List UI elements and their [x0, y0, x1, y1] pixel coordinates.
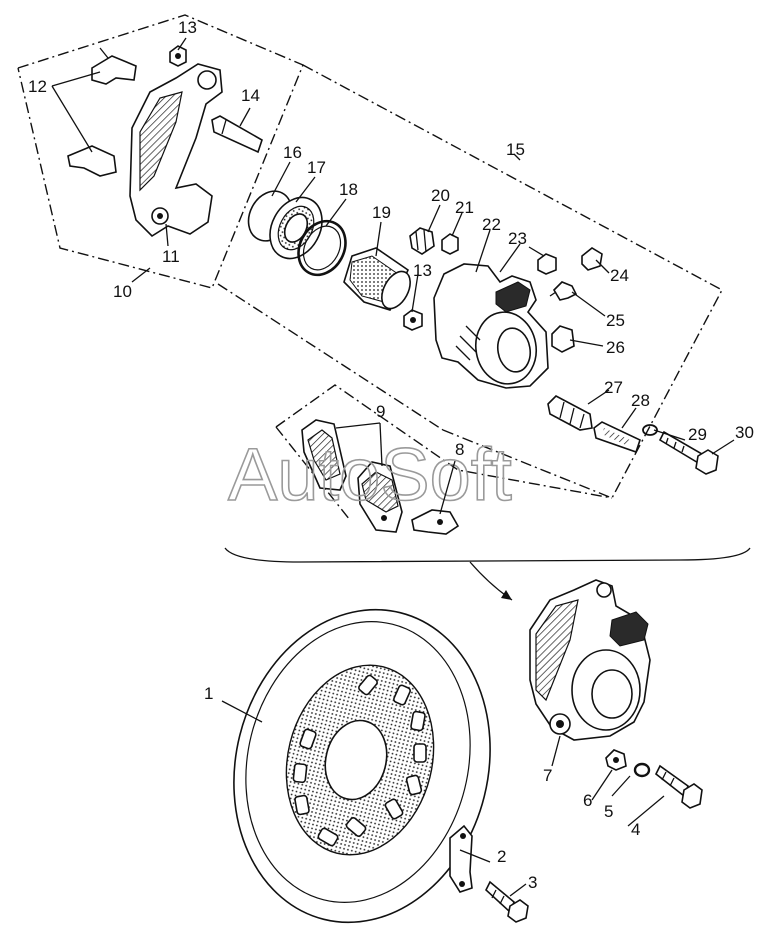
callout-9: 9	[376, 402, 385, 421]
callout-30: 30	[735, 423, 754, 442]
part-4-bolt	[654, 764, 703, 809]
part-25-bleeder-screw	[549, 281, 578, 301]
part-12-spring-clip-lower	[67, 145, 117, 177]
part-20-bleeder-cap	[409, 227, 435, 255]
callout-13-upper: 13	[178, 18, 197, 37]
group-boundary-pads	[275, 384, 613, 521]
part-27-guide-boot	[547, 395, 593, 431]
callout-1: 1	[204, 684, 213, 703]
callout-2: 2	[497, 847, 506, 866]
callout-26: 26	[606, 338, 625, 357]
part-21-bleeder-nut	[441, 233, 459, 255]
group-boundary-10	[17, 14, 304, 289]
callout-18: 18	[339, 180, 358, 199]
group-boundary-15	[217, 64, 723, 499]
callout-22: 22	[482, 215, 501, 234]
callout-29: 29	[688, 425, 707, 444]
callout-3: 3	[528, 873, 537, 892]
callout-20: 20	[431, 186, 450, 205]
part-2-shield-plate	[449, 824, 473, 893]
part-12-spring-clip-upper	[91, 47, 137, 85]
callout-8: 8	[455, 440, 464, 459]
part-3-bolt	[485, 880, 529, 923]
callout-16: 16	[283, 143, 302, 162]
disc-vent-slots	[292, 674, 427, 847]
part-9-brake-pad-right	[357, 461, 403, 533]
assembled-caliper	[529, 579, 651, 741]
part-29-washer	[642, 424, 658, 436]
part-22-caliper-housing	[433, 263, 549, 389]
part-26-plug	[551, 325, 575, 353]
callout-24: 24	[610, 266, 629, 285]
callout-4: 4	[631, 820, 640, 839]
part-1-brake-disc	[233, 608, 491, 924]
callout-5: 5	[604, 802, 613, 821]
callout-labels: 13 12 14 16 17 18 19 15 20 21 22 23 24 2…	[28, 18, 754, 892]
part-18-piston-seal	[297, 219, 347, 277]
callout-19: 19	[372, 203, 391, 222]
part-10-caliper-bracket	[129, 63, 223, 238]
callout-17: 17	[307, 158, 326, 177]
assembly-brace	[224, 547, 751, 601]
callout-10: 10	[113, 282, 132, 301]
part-13-nut-lower	[403, 309, 423, 331]
callout-21: 21	[455, 198, 474, 217]
callout-14: 14	[241, 86, 260, 105]
callout-15: 15	[506, 140, 525, 159]
callout-11: 11	[162, 247, 180, 266]
part-6-washer	[605, 749, 627, 771]
part-5-lock-washer	[633, 762, 651, 778]
part-9-brake-pad-left	[301, 419, 347, 491]
callout-13-lower: 13	[413, 261, 432, 280]
callout-28: 28	[631, 391, 650, 410]
part-19-piston	[343, 247, 411, 311]
leader-lines	[51, 37, 735, 897]
part-28-sleeve	[593, 421, 641, 454]
part-23-cap	[537, 253, 557, 275]
callout-23: 23	[508, 229, 527, 248]
callout-12: 12	[28, 77, 47, 96]
part-8-anti-rattle-spring	[411, 509, 460, 535]
callout-25: 25	[606, 311, 625, 330]
callout-6: 6	[583, 791, 592, 810]
part-24-cap	[581, 247, 603, 271]
watermark-text: AutoSoft	[228, 433, 512, 516]
part-13-nut-upper	[169, 45, 187, 67]
part-30-guide-bolt	[658, 430, 719, 475]
part-17-dust-boot	[269, 196, 323, 260]
part-14-guide-pin	[211, 115, 263, 154]
callout-27: 27	[604, 378, 623, 397]
callout-7: 7	[543, 766, 552, 785]
